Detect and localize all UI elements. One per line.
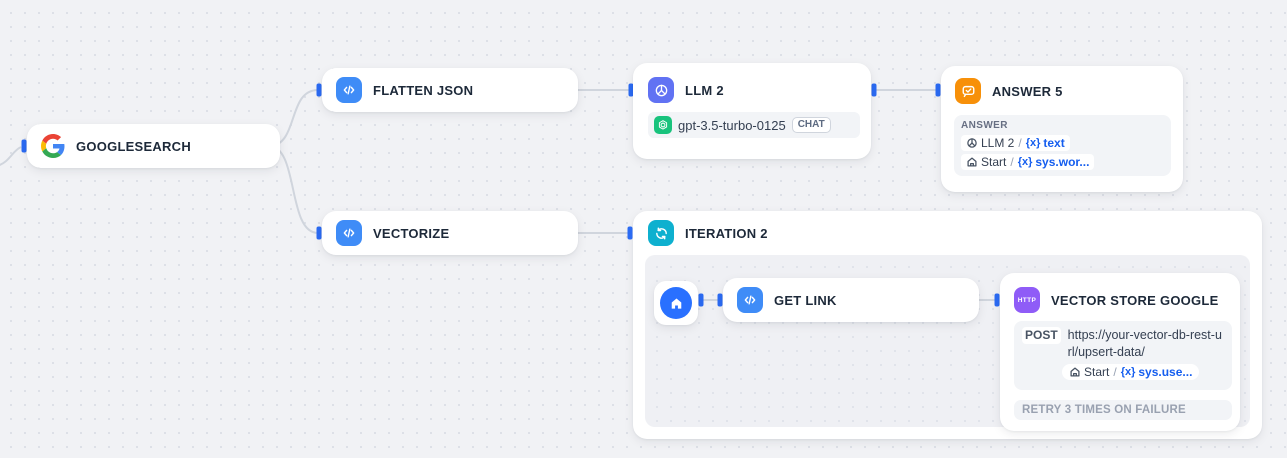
connector-handle[interactable] bbox=[935, 83, 941, 97]
node-title: ITERATION 2 bbox=[685, 225, 768, 241]
connector-handle[interactable] bbox=[698, 293, 704, 307]
node-vectorize[interactable]: VECTORIZE bbox=[322, 211, 578, 255]
variable-separator: / bbox=[1113, 364, 1117, 379]
variable-ref-row: LLM 2 / {x} text bbox=[961, 135, 1070, 151]
llm-mini-icon bbox=[966, 137, 978, 149]
connector-handle[interactable] bbox=[316, 226, 322, 240]
answer-panel: ANSWER LLM 2 / {x} text bbox=[954, 115, 1171, 176]
http-url: https://your-vector-db-rest-url/upsert-d… bbox=[1067, 328, 1222, 359]
code-icon bbox=[336, 220, 362, 246]
variable-source: Start bbox=[981, 155, 1007, 169]
node-title: FLATTEN JSON bbox=[373, 82, 474, 98]
node-iteration-start[interactable] bbox=[654, 281, 698, 325]
answer-chat-icon bbox=[955, 78, 981, 104]
retry-note: RETRY 3 TIMES ON FAILURE bbox=[1014, 399, 1232, 420]
variable-source: LLM 2 bbox=[981, 136, 1015, 150]
connector-handle[interactable] bbox=[628, 83, 634, 97]
variable-icon: {x} bbox=[1017, 156, 1033, 168]
model-name: gpt-3.5-turbo-0125 bbox=[678, 117, 786, 133]
code-icon bbox=[737, 287, 763, 313]
variable-name: text bbox=[1043, 136, 1065, 150]
variable-icon: {x} bbox=[1120, 365, 1136, 378]
google-logo-icon bbox=[41, 134, 65, 158]
variable-source: Start bbox=[1084, 364, 1110, 379]
connector-handle[interactable] bbox=[627, 226, 633, 240]
variable-separator: / bbox=[1018, 136, 1022, 150]
variable-name: sys.use... bbox=[1138, 364, 1193, 379]
openai-logo-icon bbox=[654, 116, 672, 134]
connector-handle[interactable] bbox=[21, 139, 27, 153]
node-answer-5[interactable]: ANSWER 5 ANSWER LLM 2 / {x} text bbox=[941, 66, 1183, 192]
http-icon-label: HTTP bbox=[1017, 296, 1037, 304]
variable-ref-row: Start / {x} sys.use... bbox=[1062, 363, 1200, 380]
answer-panel-label: ANSWER bbox=[961, 120, 1008, 131]
variable-icon: {x} bbox=[1025, 137, 1041, 149]
http-request-panel: POST https://your-vector-db-rest-url/ups… bbox=[1014, 321, 1232, 390]
node-flatten-json[interactable]: FLATTEN JSON bbox=[322, 68, 578, 112]
model-selector[interactable]: gpt-3.5-turbo-0125 CHAT bbox=[648, 112, 860, 138]
node-get-link[interactable]: GET LINK bbox=[723, 278, 979, 322]
llm-brain-icon bbox=[648, 77, 674, 103]
model-mode-badge: CHAT bbox=[791, 117, 831, 133]
node-vector-store-google[interactable]: HTTP VECTOR STORE GOOGLE POST https://yo… bbox=[1000, 273, 1240, 431]
variable-ref-row: Start / {x} sys.wor... bbox=[961, 154, 1095, 170]
home-icon bbox=[660, 287, 692, 319]
connector-handle[interactable] bbox=[994, 293, 1000, 307]
connector-handle[interactable] bbox=[316, 83, 322, 97]
connector-handle[interactable] bbox=[871, 83, 877, 97]
connector-handle[interactable] bbox=[717, 293, 723, 307]
iteration-loop-icon bbox=[648, 220, 674, 246]
home-mini-icon bbox=[966, 156, 978, 168]
node-title: GOOGLESEARCH bbox=[76, 138, 191, 154]
edge-incoming-googlesearch bbox=[0, 146, 22, 166]
iteration-header: ITERATION 2 bbox=[633, 211, 1262, 255]
node-googlesearch[interactable]: GOOGLESEARCH bbox=[27, 124, 280, 168]
home-mini-icon bbox=[1069, 366, 1081, 378]
variable-separator: / bbox=[1010, 155, 1014, 169]
code-icon bbox=[336, 77, 362, 103]
http-request-icon: HTTP bbox=[1014, 287, 1040, 313]
variable-name: sys.wor... bbox=[1035, 155, 1090, 169]
http-method-badge: POST bbox=[1022, 327, 1061, 344]
node-title: GET LINK bbox=[774, 292, 837, 308]
node-title: VECTOR STORE GOOGLE bbox=[1051, 292, 1219, 308]
node-llm-2[interactable]: LLM 2 gpt-3.5-turbo-0125 CHAT bbox=[633, 63, 871, 159]
node-title: VECTORIZE bbox=[373, 225, 450, 241]
node-title: LLM 2 bbox=[685, 82, 724, 98]
node-title: ANSWER 5 bbox=[992, 83, 1063, 99]
